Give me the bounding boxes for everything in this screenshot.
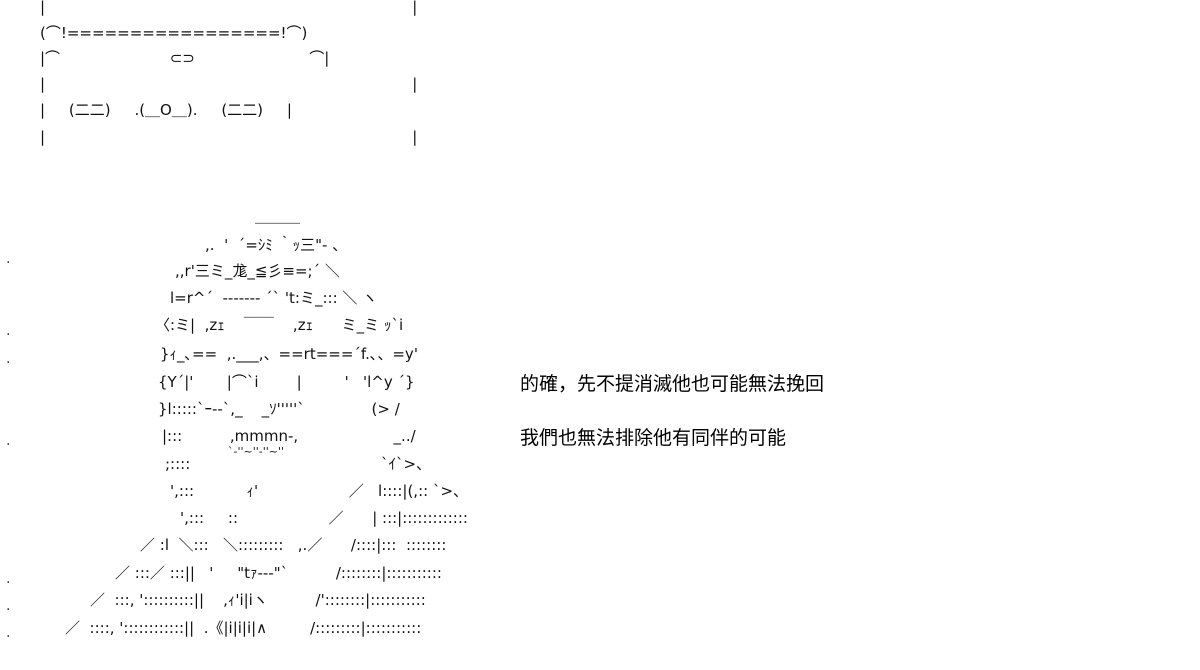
art-box-line: | (二二) .(＿O＿). (二二) | [40,101,292,119]
art-box-line: | | [40,0,418,16]
art-face-line: }l:::::`ｰ--`,_ _ｿ'''''` (> / [158,400,400,418]
art-box-line: | | [40,75,418,93]
art-face-line: ,. ' ´=ｼﾐ ｀ｯ三"‐ 、 [205,236,348,254]
art-face-line: ／ :::, '::::::::::|| ,ｨ'i|iヽ /'::::::::|… [90,591,426,609]
art-box-line: (⌒!=================!⌒) [40,24,308,42]
margin-dot: . [6,571,11,587]
margin-dot: . [6,433,11,449]
art-box-line: | | [40,128,418,146]
margin-dot: . [6,625,11,641]
art-face-line: ',::: :: ／ | :::|::::::::::::: [180,509,468,527]
margin-dot: . [6,598,11,614]
dialogue-line: 的確，先不提消滅他也可能無法挽回 [520,373,825,395]
art-face-line: l=r^´ ‐‐‐‐‐‐‐ ´` 't:ミ_::: ＼ ヽ [170,289,378,307]
art-face-line: {Y´|' |⌒`i | ' 'l^y ´} [158,373,415,391]
art-face-line: |::: ,mmmn‐, _../ [162,427,416,445]
art-face-line: 〈:ミ| ,zｪ ￣￣ ,zｪ ミ_ミ ｯ`i [155,316,404,334]
margin-dot: . [6,251,11,267]
art-face-line: ;:::: `ｲ`>、 [165,455,432,473]
margin-dot: . [6,351,11,367]
art-face-line: ／ :::／ :::|| ' "tｧ‐‐‐"` /::::::::|::::::… [115,564,442,582]
dialogue-line: 我們也無法排除他有同伴的可能 [520,427,787,449]
art-face-line: }ｨ_､== ,.___,、==rt===´f.､、=y' [160,345,418,363]
art-face-line: ',::: ｨ' ／ l::::|(,:: `>、 [170,482,469,500]
art-face-line: `‐''~''‐''~'' [228,445,285,458]
art-face-line: ／ :l ＼::: ＼::::::::: ,.／ /::::|::: :::::… [140,536,447,554]
art-face-line: ／ ::::, '::::::::::::|| .《|i|i|i|∧ /::::… [65,619,422,637]
margin-dot: . [6,323,11,339]
art-box-line: |⌒ ⊂⊃ ⌒| [40,49,330,67]
art-face-line: ￣￣￣ [255,222,301,240]
art-face-line: ,,r'三ミ_尨_≦彡≡=;´ ＼ [175,262,340,280]
